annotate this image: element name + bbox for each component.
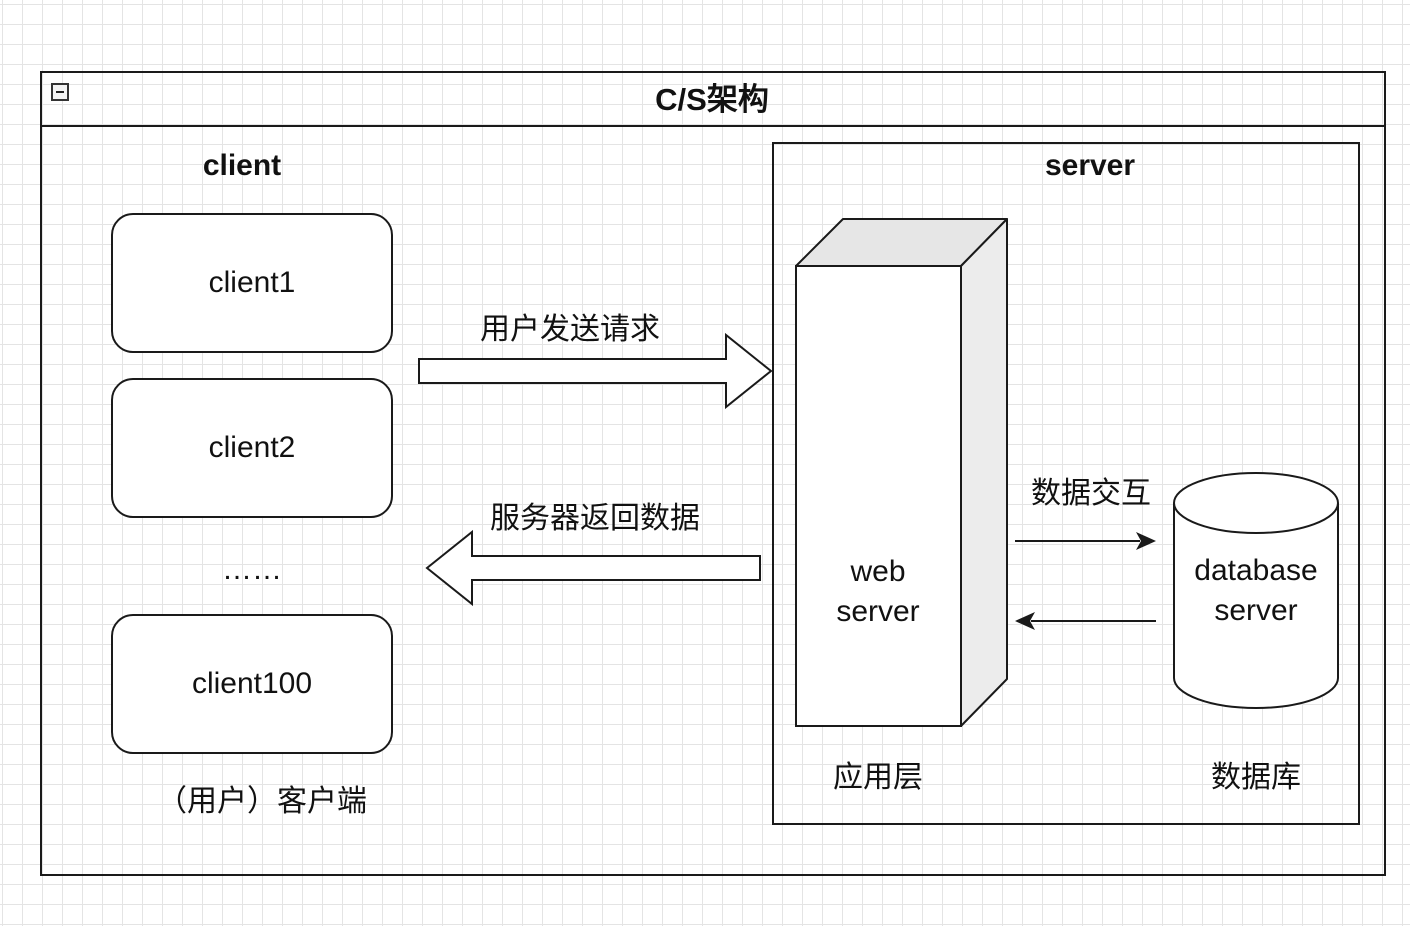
database-cylinder-top (1173, 472, 1339, 534)
server-frame (772, 142, 1360, 825)
web-layer-caption: 应用层 (833, 761, 923, 794)
data-exchange-arrow-left-head (1015, 612, 1035, 630)
client-box-label: client1 (208, 266, 296, 299)
database-label: database server (1194, 554, 1318, 627)
web-server-front-face (795, 265, 962, 727)
response-arrow (425, 529, 761, 607)
database-cylinder-body (1173, 503, 1339, 709)
client-box-100[interactable]: client100 (111, 614, 393, 754)
data-exchange-arrow-right-head (1136, 532, 1156, 550)
client-caption: （用户）客户端 (157, 785, 367, 818)
web-server-label: web server (836, 555, 920, 628)
cs-architecture-container (40, 71, 1386, 876)
data-exchange-label: 数据交互 (1031, 477, 1151, 510)
response-arrow-label: 服务器返回数据 (490, 502, 700, 535)
client-heading: client (202, 149, 282, 182)
collapse-icon[interactable] (51, 83, 69, 101)
request-arrow-label: 用户发送请求 (480, 313, 660, 346)
request-arrow (418, 332, 773, 410)
client-box-2[interactable]: client2 (111, 378, 393, 518)
server-heading: server (1044, 149, 1136, 182)
database-caption: 数据库 (1211, 761, 1301, 794)
container-title-bar (40, 71, 1384, 127)
client-box-label: client100 (191, 667, 313, 700)
client-ellipsis: …… (222, 553, 282, 586)
diagram-title: C/S架构 (655, 82, 769, 117)
client-box-1[interactable]: client1 (111, 213, 393, 353)
web-server-side-face (960, 218, 1008, 727)
client-box-label: client2 (208, 431, 296, 464)
